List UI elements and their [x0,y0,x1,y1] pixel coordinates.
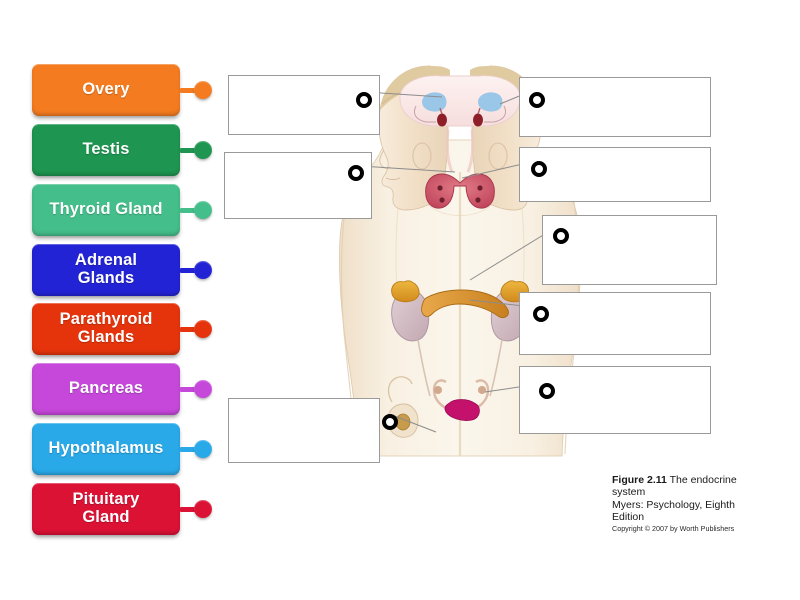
label-chip-parathyroid[interactable]: Parathyroid Glands [32,303,180,355]
drop-box-marker-5[interactable] [531,161,547,177]
caption-figure-title: The endocrine system [612,474,737,499]
connector-knob[interactable] [194,380,212,398]
label-chip-ovary[interactable]: Overy [32,64,180,116]
drop-box-marker-6[interactable] [553,228,569,244]
connector-stem [180,326,197,332]
label-chip-testis[interactable]: Testis [32,124,180,176]
connector-knob[interactable] [194,440,212,458]
label-chip-text: Pituitary Gland [72,490,140,526]
label-chip-text: Thyroid Gland [49,200,163,219]
label-chip-text: Hypothalamus [48,439,164,458]
drop-box-marker-7[interactable] [533,306,549,322]
label-chip-text: Parathyroid Glands [59,310,153,346]
caption-figure-number: Figure 2.11 [612,474,667,486]
connector-knob[interactable] [194,201,212,219]
drop-box-marker-8[interactable] [539,383,555,399]
connector-knob[interactable] [194,261,212,279]
connector-stem [180,87,197,93]
label-chip-adrenal[interactable]: Adrenal Glands [32,244,180,296]
figure-caption: Figure 2.11 The endocrine system Myers: … [612,474,760,534]
label-chip-hypothalamus[interactable]: Hypothalamus [32,423,180,475]
connector-knob[interactable] [194,500,212,518]
caption-source: Myers: Psychology, Eighth Edition [612,498,735,523]
connector-stem [180,446,197,452]
drop-box-marker-3[interactable] [382,414,398,430]
label-chip-pancreas[interactable]: Pancreas [32,363,180,415]
drop-box-7[interactable] [519,292,711,355]
connector-stem [180,386,197,392]
label-chip-thyroid[interactable]: Thyroid Gland [32,184,180,236]
connector-stem [180,506,197,512]
drop-box-3[interactable] [228,398,380,463]
drop-box-marker-2[interactable] [348,165,364,181]
connector-knob[interactable] [194,320,212,338]
drop-box-2[interactable] [224,152,372,219]
label-chip-text: Pancreas [68,379,144,398]
connector-knob[interactable] [194,141,212,159]
drop-box-4[interactable] [519,77,711,137]
connector-stem [180,207,197,213]
label-chip-pituitary[interactable]: Pituitary Gland [32,483,180,535]
connector-stem [180,147,197,153]
drop-box-marker-4[interactable] [529,92,545,108]
label-chip-text: Testis [82,140,130,159]
drop-box-8[interactable] [519,366,711,434]
drop-box-6[interactable] [542,215,717,285]
drop-box-1[interactable] [228,75,380,135]
label-chip-text: Adrenal Glands [74,251,138,287]
connector-stem [180,267,197,273]
connector-knob[interactable] [194,81,212,99]
label-chip-text: Overy [82,80,130,99]
drop-box-marker-1[interactable] [356,92,372,108]
drop-box-5[interactable] [519,147,711,202]
caption-copyright: Copyright © 2007 by Worth Publishers [612,524,735,534]
